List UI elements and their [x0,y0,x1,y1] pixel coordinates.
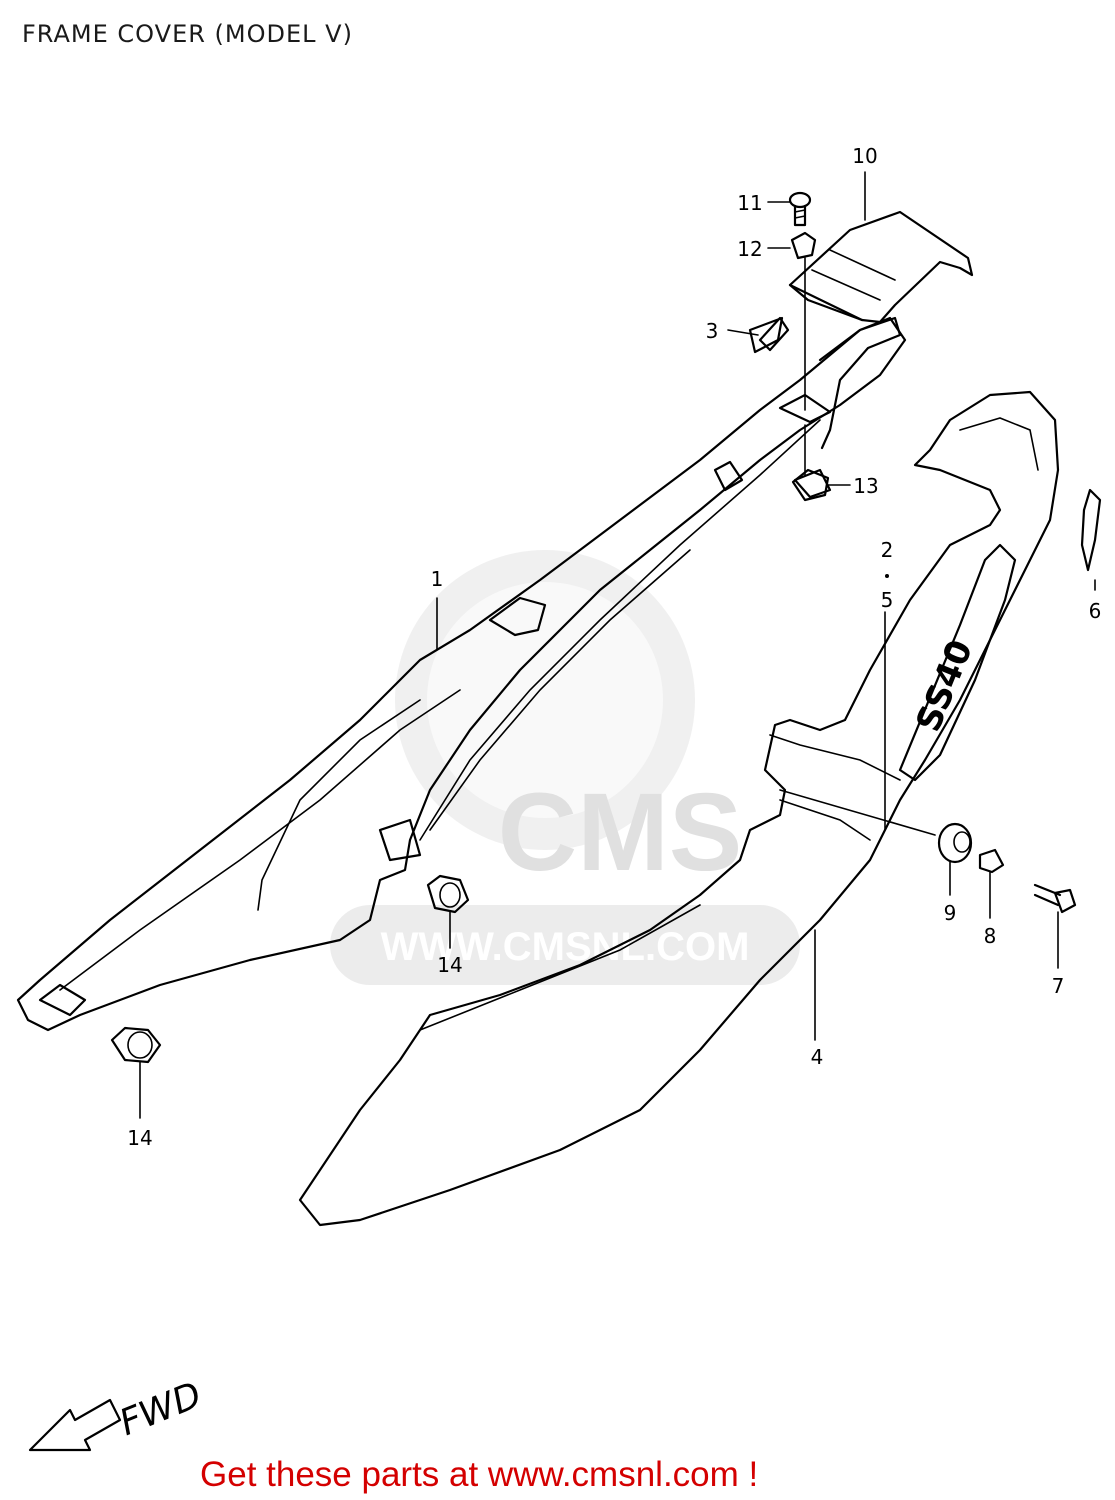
label-part-13: 13 [853,474,878,498]
leader-lines [139,171,1096,1119]
grommet-12 [790,231,817,260]
grommet-9 [937,822,973,864]
label-part-7: 7 [1052,974,1065,998]
label-part-2: 2 [881,538,894,562]
label-part-1: 1 [431,567,444,591]
frame-rail-1 [16,316,907,1032]
watermark-url: WWW.CMSNL.COM [381,925,750,969]
label-part-5: 5 [881,588,894,612]
label-part-14a: 14 [437,953,462,977]
forward-direction-arrow: FWD [28,1375,207,1452]
emblem-6 [1080,488,1102,572]
cms-watermark: CMS WWW.CMSNL.COM [330,550,800,985]
label-part-6: 6 [1089,599,1102,623]
fwd-label: FWD [114,1375,207,1444]
screw-11 [788,191,812,227]
label-part-9: 9 [944,901,957,925]
label-part-12: 12 [737,237,762,261]
clip-3 [758,316,790,352]
label-separator-dot [885,574,889,578]
label-part-11: 11 [737,191,762,215]
bolt-7 [1033,883,1077,914]
label-part-10: 10 [852,144,877,168]
fwd-arrow-icon [28,1398,122,1452]
footer-link[interactable]: Get these parts at www.cmsnl.com ! [200,1455,759,1494]
grommet-14b [110,1026,162,1064]
page-title: FRAME COVER (MODEL V) [22,20,353,48]
label-part-3: 3 [706,319,719,343]
top-bracket-10 [788,210,974,324]
label-part-4: 4 [811,1045,824,1069]
label-part-14b: 14 [127,1126,152,1150]
collar-8 [978,848,1005,874]
label-part-8: 8 [984,924,997,948]
watermark-brand: CMS [498,771,742,894]
grommet-14a [426,874,470,914]
cover-logo-text: SS40 [909,634,982,737]
